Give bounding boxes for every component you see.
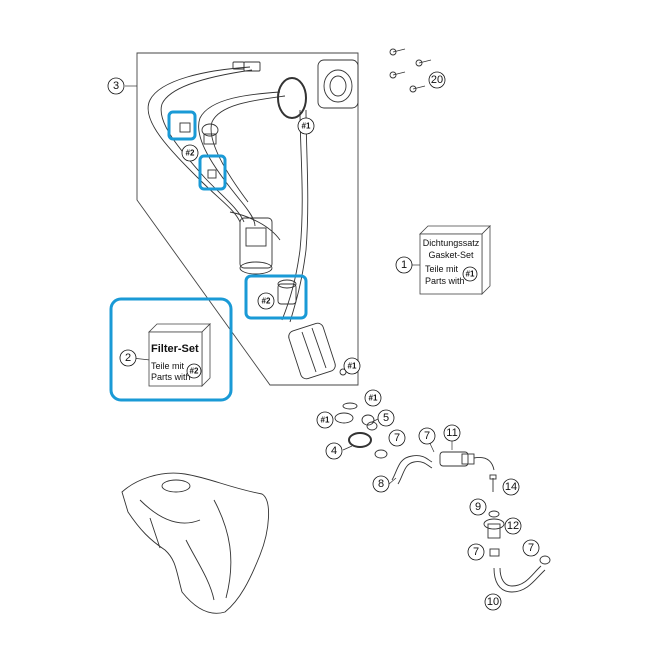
- reference-markers: #1 #2 #2 #1 #1 #1: [181, 117, 382, 429]
- svg-text:9: 9: [475, 501, 481, 513]
- fuel-filter-cartridge: [288, 322, 336, 380]
- gasket-set-line1: Dichtungssatz: [423, 238, 480, 248]
- gasket-set-box: Dichtungssatz Gasket-Set Teile mit Parts…: [419, 225, 491, 295]
- pump-flange: [277, 59, 359, 119]
- filter-set-title: Filter-Set: [151, 343, 199, 355]
- svg-text:14: 14: [505, 481, 517, 493]
- lower-clamps: [489, 548, 551, 565]
- svg-text:#1: #1: [302, 122, 311, 131]
- svg-text:3: 3: [113, 80, 119, 92]
- callout-20: 20: [428, 71, 446, 89]
- ref-flange: #1: [297, 117, 315, 135]
- svg-text:#2: #2: [186, 149, 195, 158]
- filter-set-box: Filter-Set Teile mit Parts with #2: [148, 323, 211, 387]
- callout-7a: 7: [388, 429, 406, 447]
- lower-fuel-hose: [493, 565, 546, 593]
- svg-text:7: 7: [424, 430, 430, 442]
- callout-7c: 7: [467, 543, 485, 561]
- filter-set-line2: Parts with: [151, 372, 191, 382]
- pressure-regulator: [201, 123, 219, 145]
- gasket-set-line2: Gasket-Set: [428, 250, 474, 260]
- svg-text:7: 7: [528, 542, 534, 554]
- fuel-pump-body: [239, 217, 273, 275]
- callout-7b: 7: [418, 427, 436, 445]
- pump-wiring-harness: [147, 61, 309, 323]
- svg-text:#2: #2: [262, 297, 271, 306]
- svg-text:20: 20: [431, 74, 443, 86]
- small-hose-clip: [207, 169, 217, 179]
- quick-connector: [439, 451, 495, 471]
- callout-7d: 7: [522, 539, 540, 557]
- o-ring-stack: [334, 402, 378, 448]
- callout-1: 1: [395, 256, 413, 274]
- connector-screw: [489, 474, 497, 492]
- gasket-set-line3: Teile mit: [425, 264, 459, 274]
- svg-text:5: 5: [383, 412, 389, 424]
- svg-text:#1: #1: [348, 362, 357, 371]
- callout-4: 4: [325, 442, 343, 460]
- fuel-tank: [121, 472, 270, 614]
- callout-8: 8: [372, 475, 390, 493]
- svg-text:#1: #1: [369, 394, 378, 403]
- ref-clip: #2: [181, 144, 199, 162]
- highlight-hose-box: [244, 274, 308, 320]
- filter-set-ref: #2: [190, 367, 199, 376]
- hose-clip: [179, 122, 191, 133]
- svg-text:1: 1: [401, 259, 407, 271]
- svg-text:11: 11: [446, 427, 457, 439]
- ref-seal: #1: [316, 411, 334, 429]
- svg-text:#1: #1: [321, 416, 330, 425]
- filter-small-seal: [339, 368, 347, 376]
- gasket-set-line4: Parts with: [425, 276, 465, 286]
- svg-text:10: 10: [487, 596, 499, 608]
- filter-set-line1: Teile mit: [151, 361, 185, 371]
- screws-group: [389, 48, 432, 93]
- gasket-set-ref: #1: [466, 270, 475, 279]
- callout-14: 14: [502, 478, 520, 496]
- leader-lines: [125, 85, 453, 485]
- highlight-clip-box: [167, 110, 197, 141]
- callouts: 3 20 1 2 5 4 7 7 11 8 14 9 12 7 7 10: [107, 71, 540, 611]
- svg-text:8: 8: [378, 478, 384, 490]
- svg-text:4: 4: [331, 445, 337, 457]
- callout-5: 5: [377, 409, 395, 427]
- seal-ring: [488, 510, 500, 518]
- svg-text:2: 2: [125, 352, 131, 364]
- callout-10: 10: [484, 593, 502, 611]
- hose-connector: [277, 279, 297, 305]
- callout-2: 2: [119, 349, 137, 367]
- ref-filter: #1: [343, 357, 361, 375]
- fuel-hose-elbow: [391, 455, 433, 485]
- svg-text:7: 7: [473, 546, 479, 558]
- fuel-pump-assembly-outline: [136, 52, 359, 386]
- tank-connector: [483, 518, 505, 539]
- svg-text:12: 12: [507, 520, 519, 532]
- highlight-filter-set-box: [109, 297, 233, 402]
- highlight-clip-lower-box: [198, 154, 227, 191]
- callout-3: 3: [107, 77, 125, 95]
- callout-12: 12: [504, 517, 522, 535]
- svg-text:7: 7: [394, 432, 400, 444]
- ref-hose: #2: [257, 292, 275, 310]
- callout-9: 9: [469, 498, 487, 516]
- hose-clamp: [374, 449, 388, 459]
- callout-11: 11: [443, 424, 461, 442]
- ref-oring: #1: [364, 389, 382, 407]
